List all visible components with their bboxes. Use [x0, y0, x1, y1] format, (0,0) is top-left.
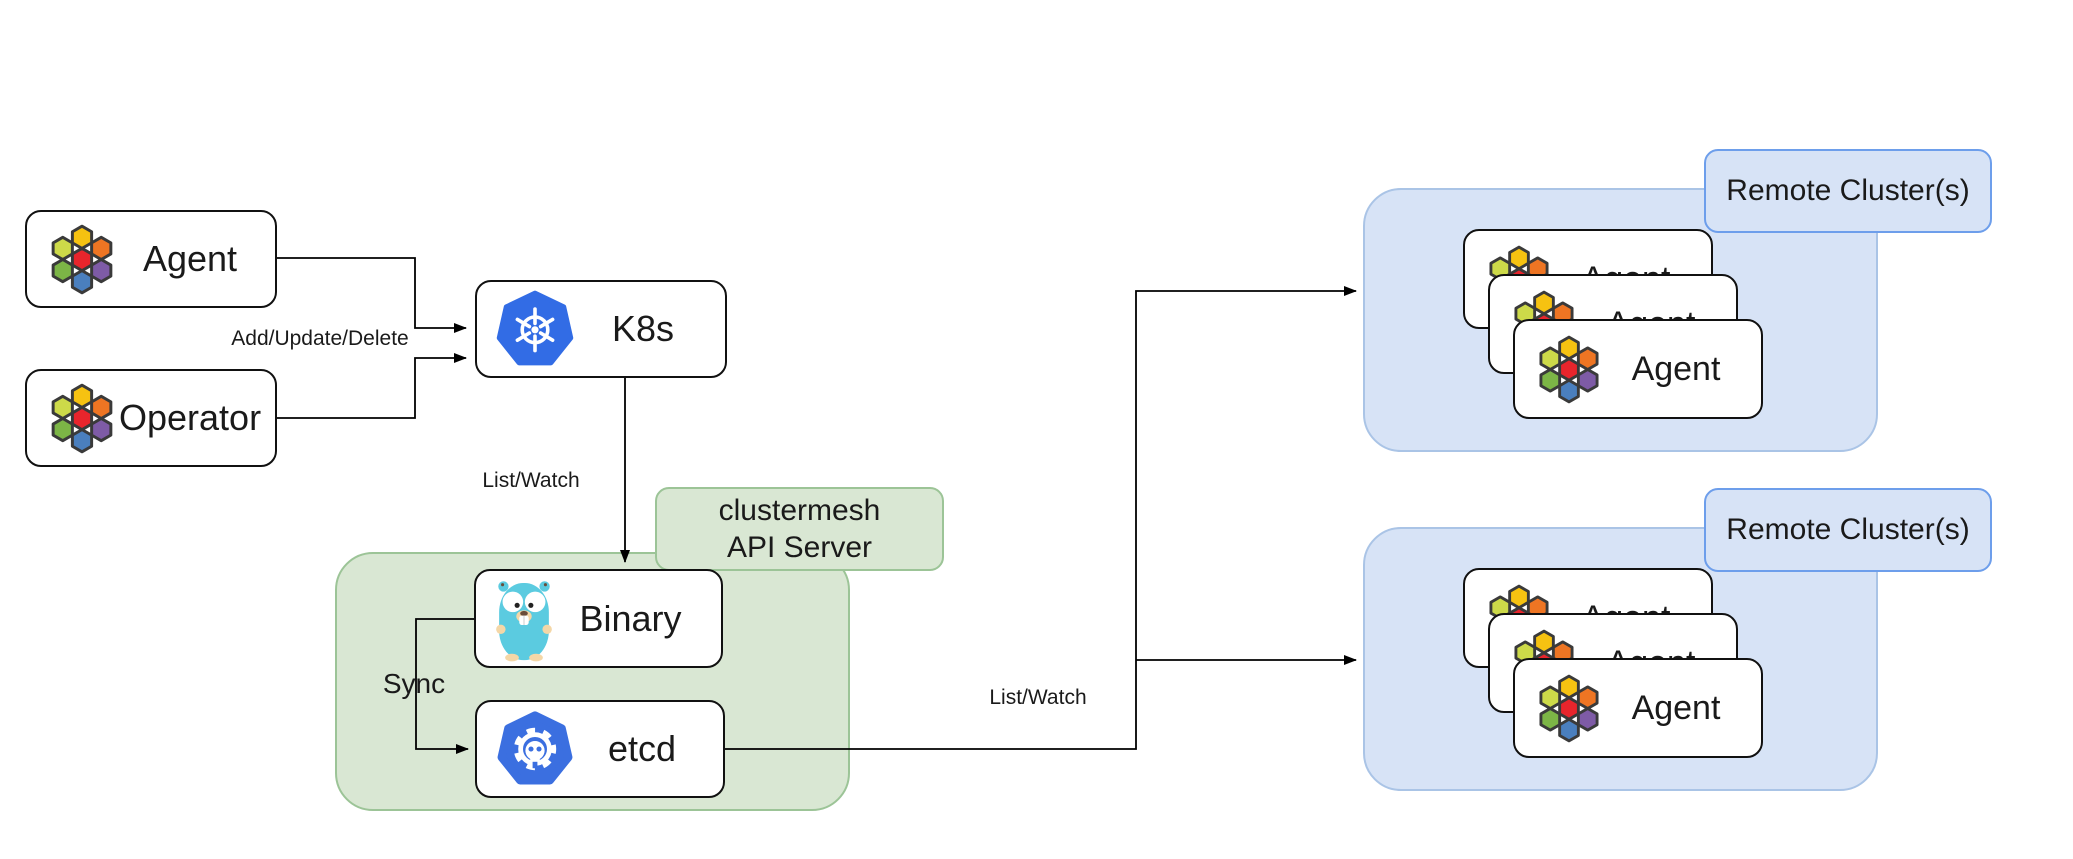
cilium-logo-icon — [45, 380, 119, 457]
remote-cluster-label-lower-text: Remote Cluster(s) — [1726, 513, 1970, 547]
clustermesh-label-line1: clustermesh — [718, 493, 881, 527]
k8s-node: K8s — [475, 280, 727, 378]
edge-label-list-watch-etcd: List/Watch — [989, 686, 1087, 709]
etcd-node-label: etcd — [607, 728, 677, 769]
edge-label-list-watch-k8s: List/Watch — [482, 469, 580, 492]
binary-node-label: Binary — [579, 597, 682, 639]
remote-lower-agent-card-3: Agent — [1513, 658, 1763, 758]
edge-operator-to-k8s — [277, 353, 467, 419]
operator-node-label: Operator — [119, 397, 262, 438]
cilium-logo-icon — [1533, 332, 1605, 407]
agent-card-label: Agent — [1631, 349, 1721, 388]
remote-cluster-label-upper-text: Remote Cluster(s) — [1726, 174, 1970, 208]
agent-node: Agent — [25, 210, 277, 308]
k8s-node-label: K8s — [611, 308, 675, 349]
cilium-logo-icon — [1533, 671, 1605, 746]
etcd-logo-icon — [495, 709, 575, 789]
etcd-node: etcd — [475, 700, 725, 798]
go-gopher-icon — [494, 576, 554, 662]
edge-agent-to-k8s — [277, 257, 467, 333]
operator-node: Operator — [25, 369, 277, 467]
kubernetes-logo-icon — [495, 289, 575, 369]
edge-label-sync: Sync — [382, 668, 446, 699]
clustermesh-label-line2: API Server — [726, 531, 873, 564]
edge-label-add-update-delete: Add/Update/Delete — [231, 327, 409, 350]
remote-cluster-label-upper: Remote Cluster(s) — [1704, 149, 1992, 233]
cilium-logo-icon — [45, 221, 119, 298]
binary-node: Binary — [474, 569, 723, 668]
agent-card-label: Agent — [1631, 688, 1721, 727]
clustermesh-api-server-label: clustermesh API Server — [655, 487, 944, 571]
remote-upper-agent-card-3: Agent — [1513, 319, 1763, 419]
agent-node-label: Agent — [142, 238, 238, 279]
remote-cluster-label-lower: Remote Cluster(s) — [1704, 488, 1992, 572]
